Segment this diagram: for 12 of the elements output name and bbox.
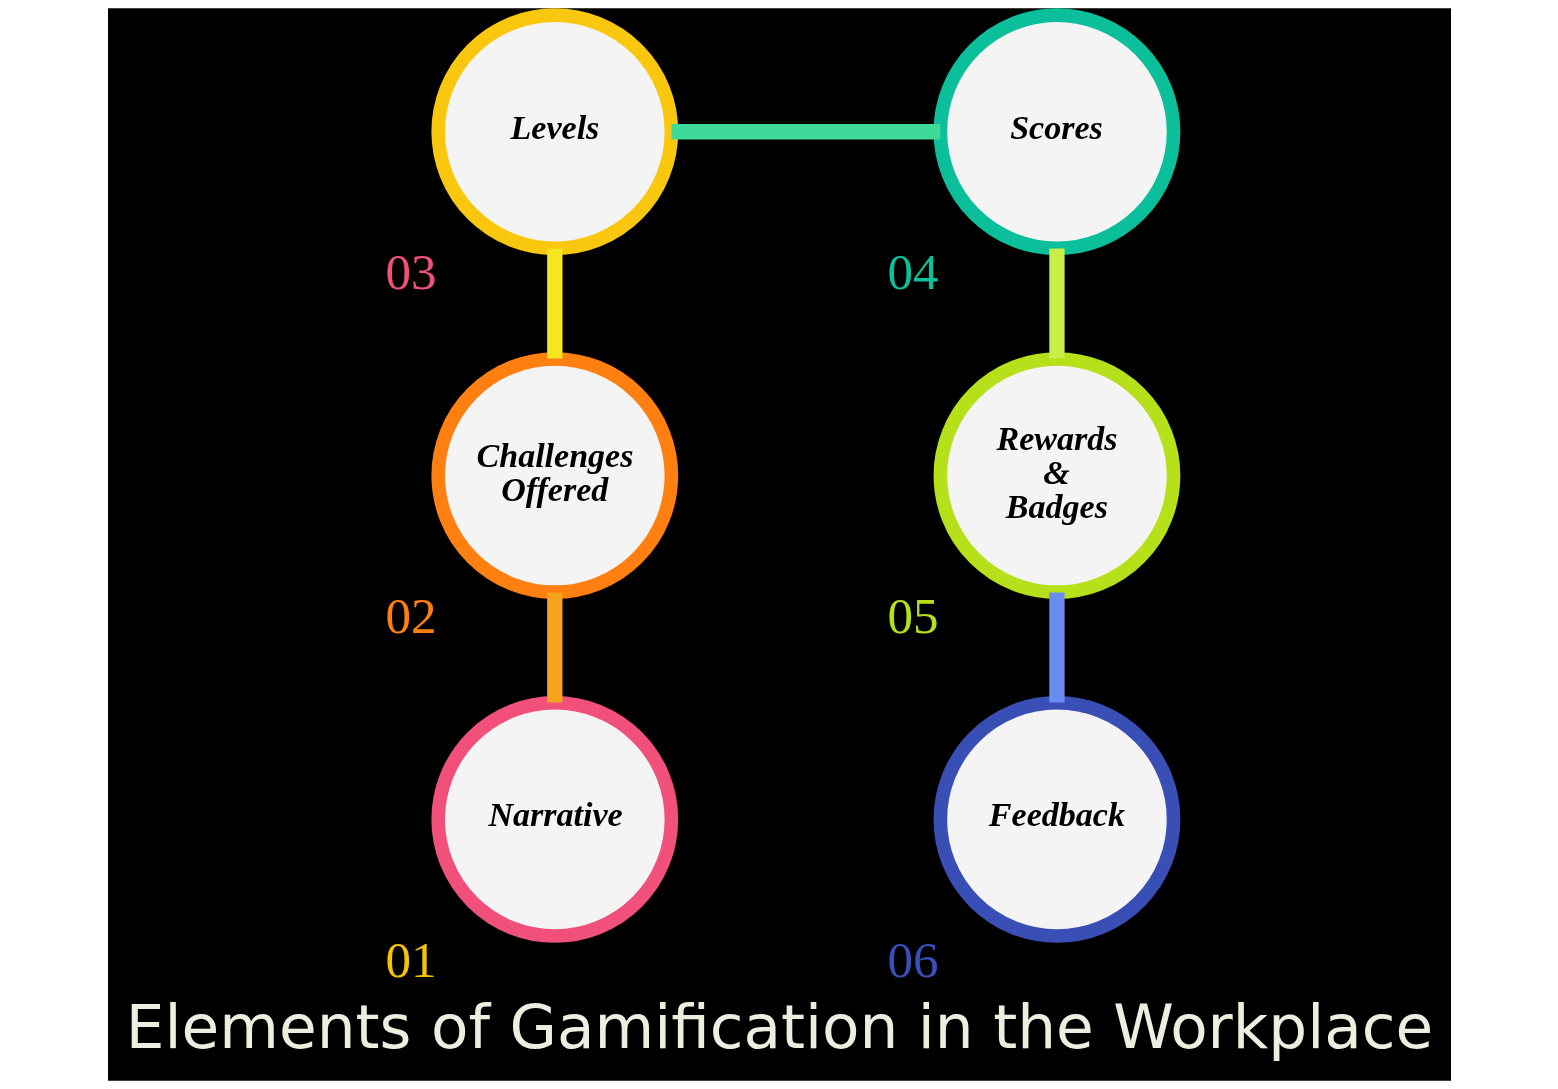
node-circle: Narrative [430,696,678,943]
connector [546,248,562,359]
connector [1048,592,1065,703]
connector [546,592,562,703]
node-circle: Challenges Offered [430,352,678,599]
diagram-title: Elements of Gamification in the Workplace [125,991,1433,1062]
node-circle: Rewards & Badges [933,352,1180,599]
connector [1048,248,1065,359]
node-circle: Feedback [933,696,1180,943]
connector [671,124,940,140]
node-circle: Levels [430,8,678,256]
node-circle: Scores [933,8,1180,256]
